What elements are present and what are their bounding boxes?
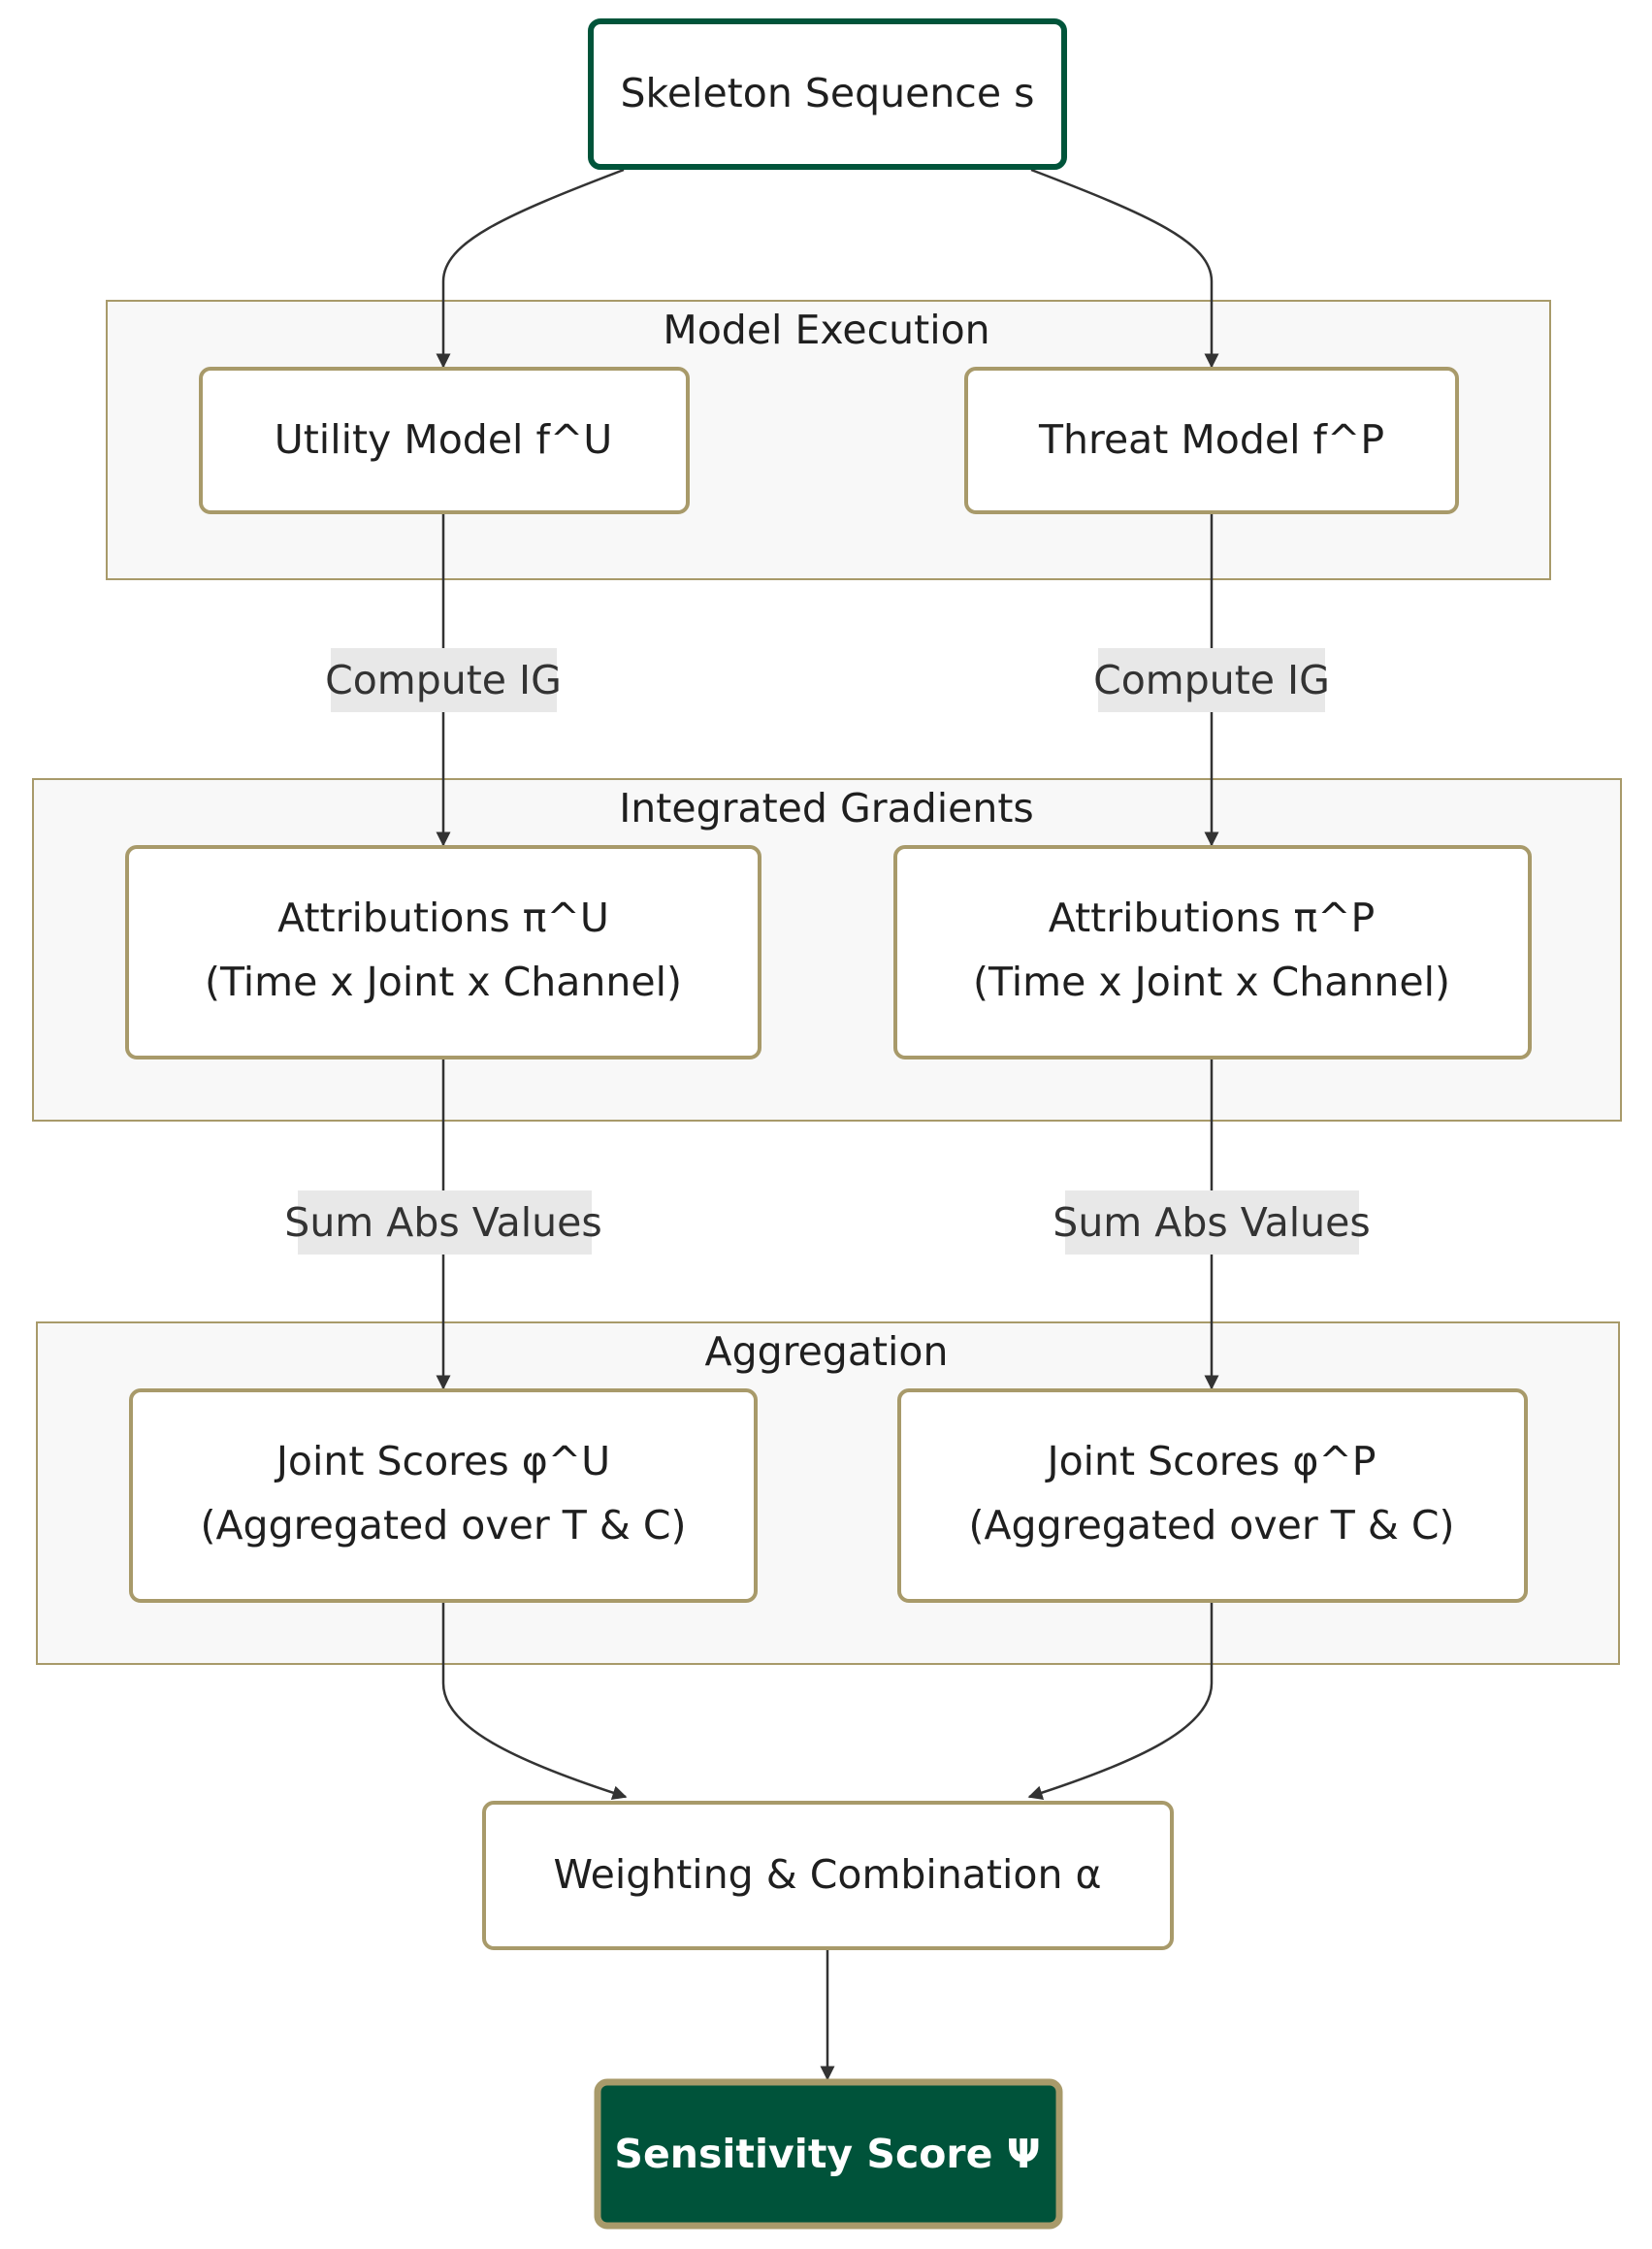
edge-label-compute-ig-right: Compute IG (1093, 648, 1330, 712)
edge-label-text: Compute IG (325, 657, 562, 703)
node-label: Skeleton Sequence s (621, 70, 1035, 116)
node-attributions-p[interactable]: Attributions π^P (Time x Joint x Channel… (893, 845, 1532, 1059)
node-sensitivity-score[interactable]: Sensitivity Score Ψ (594, 2078, 1063, 2230)
node-label-line1: Attributions π^P (1049, 895, 1375, 941)
node-utility-model[interactable]: Utility Model f^U (199, 367, 690, 514)
node-attributions-u[interactable]: Attributions π^U (Time x Joint x Channel… (125, 845, 761, 1059)
edge-label-text: Sum Abs Values (1053, 1199, 1370, 1246)
node-label-line1: Joint Scores φ^U (274, 1438, 610, 1484)
node-label-line2: (Aggregated over T & C) (969, 1502, 1455, 1548)
node-label-line1: Attributions π^U (277, 895, 609, 941)
node-label-line2: (Aggregated over T & C) (201, 1502, 687, 1548)
node-label-line1: Joint Scores φ^P (1044, 1438, 1376, 1484)
node-weighting-combination[interactable]: Weighting & Combination α (482, 1801, 1174, 1950)
edge-joint-u-to-weighting (441, 1601, 628, 1801)
node-threat-model[interactable]: Threat Model f^P (964, 367, 1459, 514)
edge-start-to-utility (436, 168, 625, 369)
edge-joint-p-to-weighting (1027, 1601, 1214, 1801)
node-label: Sensitivity Score Ψ (614, 2131, 1040, 2177)
node-joint-scores-u[interactable]: Joint Scores φ^U (Aggregated over T & C) (129, 1388, 758, 1603)
cluster-title-integrated-gradients: Integrated Gradients (619, 785, 1034, 831)
node-label: Threat Model f^P (1038, 416, 1384, 463)
node-label-line2: (Time x Joint x Channel) (973, 959, 1450, 1005)
node-label: Utility Model f^U (275, 416, 613, 463)
edge-label-text: Sum Abs Values (284, 1199, 601, 1246)
node-label-line2: (Time x Joint x Channel) (205, 959, 682, 1005)
edge-start-to-threat (1030, 168, 1219, 369)
edge-label-text: Compute IG (1093, 657, 1330, 703)
node-skeleton-sequence[interactable]: Skeleton Sequence s (588, 18, 1067, 170)
edge-label-compute-ig-left: Compute IG (325, 648, 562, 712)
cluster-title-model-execution: Model Execution (663, 307, 989, 353)
cluster-title-aggregation: Aggregation (705, 1328, 949, 1375)
node-label: Weighting & Combination α (553, 1851, 1101, 1898)
node-joint-scores-p[interactable]: Joint Scores φ^P (Aggregated over T & C) (897, 1388, 1528, 1603)
edge-label-sum-abs-left: Sum Abs Values (284, 1190, 602, 1255)
edge-label-sum-abs-right: Sum Abs Values (1053, 1190, 1371, 1255)
